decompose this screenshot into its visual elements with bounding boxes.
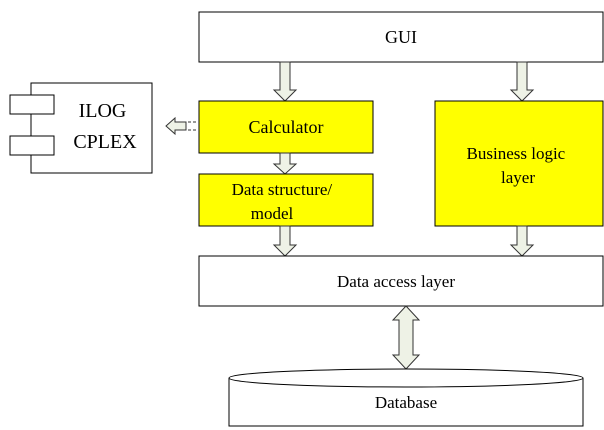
data-access-layer-label: Data access layer [337, 272, 455, 291]
arrow-data-access-database [391, 305, 421, 370]
business-logic-box: Business logic layer [434, 100, 604, 227]
arrow-data-structure-to-data-access [272, 225, 298, 257]
data-structure-box: Data structure/ model [198, 173, 374, 227]
arrow-calculator-to-cplex [165, 116, 198, 136]
arrow-business-logic-to-data-access [509, 225, 535, 257]
database-cylinder: Database [228, 368, 584, 427]
arrow-gui-to-calculator [272, 61, 298, 102]
calculator-box: Calculator [198, 100, 374, 154]
database-label: Database [375, 393, 437, 412]
calculator-label: Calculator [249, 117, 324, 137]
gui-box: GUI [198, 11, 604, 63]
arrow-gui-to-business-logic [509, 61, 535, 102]
gui-label: GUI [385, 27, 417, 47]
data-access-layer-box: Data access layer [198, 255, 604, 307]
data-structure-label: Data structure/ model [232, 180, 337, 223]
ilog-cplex-label: ILOG CPLEX [73, 100, 137, 153]
arrow-calculator-to-data-structure [272, 152, 298, 175]
ilog-cplex-component: ILOG CPLEX [9, 82, 153, 174]
business-logic-label: Business logic layer [467, 144, 570, 187]
